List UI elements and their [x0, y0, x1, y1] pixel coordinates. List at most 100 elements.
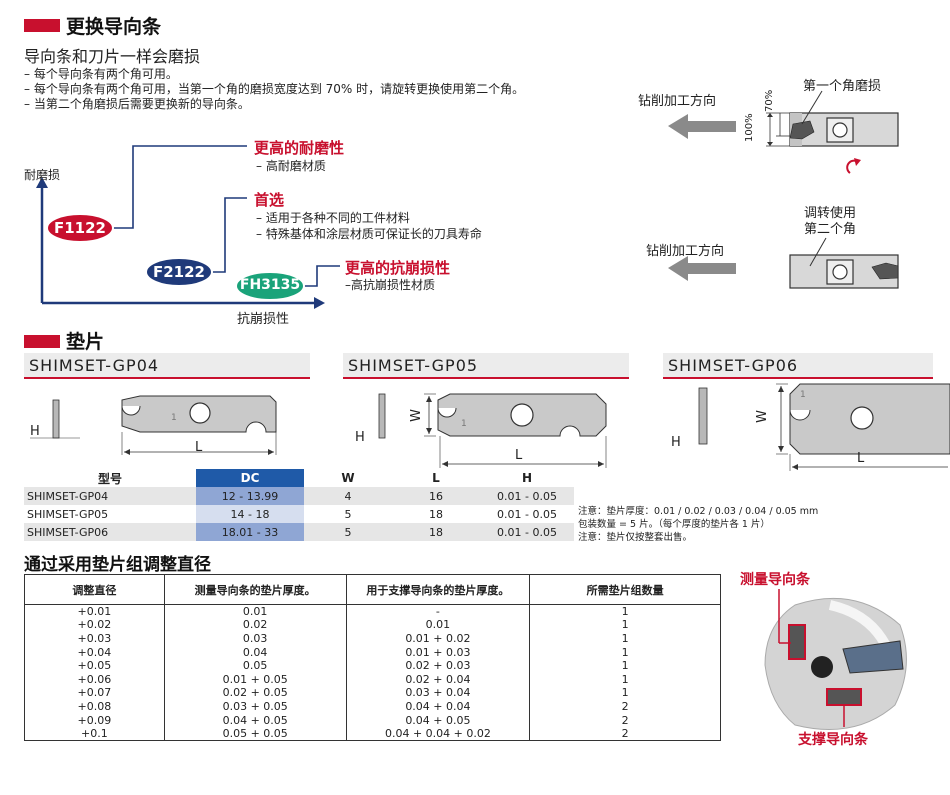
spec-header-l: L: [432, 471, 440, 485]
grade-fh3135-name: FH3135: [239, 277, 301, 293]
table-cell: 0.04 + 0.04 + 0.02: [345, 726, 531, 741]
adjust-header-support: 用于支撑导向条的垫片厚度。: [345, 574, 531, 605]
grade-badge-fh3135: [235, 271, 305, 301]
x-axis-arrow-icon: [314, 297, 325, 309]
bullet-2: – 每个导向条有两个角可用，当第一个角的磨损宽度达到 70% 时，请旋转更换使用…: [24, 82, 525, 96]
grade-badge-f1122: [46, 213, 114, 243]
measure-pad-label: 测量导向条: [740, 572, 810, 588]
shim-spec-table: 型号 DC W L H SHIMSET-GP04 12 - 13.99 4 16…: [24, 469, 574, 541]
dim-l-gp06: L: [857, 451, 865, 466]
table-cell: 0.03 + 0.05: [163, 699, 347, 714]
table-cell: 0.01 + 0.02: [345, 631, 531, 646]
adjust-header-diameter: 调整直径: [24, 574, 165, 605]
mark-gp04: 1: [171, 413, 177, 423]
table-cell: 1: [529, 618, 721, 632]
spec-note-2: 包装数量 = 5 片。（每个厚度的垫片各 1 片）: [578, 519, 770, 530]
table-cell: 0.02 + 0.04: [345, 672, 531, 687]
table-cell: 1: [529, 686, 721, 700]
grade-f2122-line-1: – 适用于各种不同的工件材料: [256, 211, 410, 225]
section-marker: [24, 19, 60, 32]
shim-header-gp04: SHIMSET-GP04: [24, 353, 310, 379]
worn-corner-icon: [789, 120, 815, 140]
table-cell: 0.01: [163, 604, 347, 619]
table-row: SHIMSET-GP05 14 - 18 5 18 0.01 - 0.05: [24, 505, 574, 523]
mark-gp05: 1: [461, 419, 467, 429]
table-cell: 1: [529, 658, 721, 673]
drilling-direction-label: 钻削加工方向: [638, 94, 717, 109]
shim-gp06-drawing: [698, 383, 950, 471]
table-cell: +0.06: [24, 672, 165, 687]
dim-100-label: 100%: [744, 113, 755, 142]
section-marker-shim: [24, 335, 60, 348]
table-cell: 0.04 + 0.05: [163, 713, 347, 727]
grade-f1122-line: – 高耐磨材质: [256, 159, 326, 173]
table-cell: 0.02 + 0.05: [163, 686, 347, 700]
table-cell: +0.04: [24, 645, 165, 659]
grade-f1122-name: F1122: [54, 219, 106, 237]
table-cell: 0.04 + 0.05: [345, 713, 531, 727]
grade-fh3135-title: 更高的抗崩损性: [345, 259, 451, 277]
table-cell: 2: [529, 726, 721, 741]
grade-f2122-line-2: – 特殊基体和涂层材质可保证长的刀具寿命: [256, 227, 482, 241]
dim-h-gp06: H: [671, 435, 681, 450]
section-title-shim: 垫片: [66, 331, 105, 353]
drilling-direction-arrow-icon: [668, 114, 736, 139]
tool-illustration: 测量导向条 支撑导向条: [735, 565, 945, 750]
table-cell: +0.08: [24, 699, 165, 714]
table-cell: 2: [529, 699, 721, 714]
table-cell: 0.02: [163, 618, 347, 632]
spec-header-row: 型号 DC W L H: [24, 469, 574, 487]
grade-f2122-name: F2122: [153, 263, 205, 281]
table-cell: 1: [529, 672, 721, 687]
section-title-adjust: 通过采用垫片组调整直径: [24, 555, 211, 575]
table-cell: 0.01: [345, 618, 531, 632]
shim-drawings: [30, 383, 950, 471]
mark-gp06: 1: [800, 390, 806, 400]
table-cell: 0.04 + 0.04: [345, 699, 531, 714]
grade-f1122-title: 更高的耐磨性: [254, 139, 345, 157]
table-cell: +0.07: [24, 686, 165, 700]
table-cell: 0.05 + 0.05: [163, 726, 347, 741]
shim-header-gp05: SHIMSET-GP05: [343, 353, 629, 379]
connector-f2122: [210, 197, 247, 273]
shim-header-gp06: SHIMSET-GP06: [663, 353, 933, 379]
table-cell: 0.01 + 0.05: [163, 672, 347, 687]
table-cell: 0.01 + 0.03: [345, 645, 531, 659]
measure-pad-icon: [788, 624, 806, 660]
spec-header-model: 型号: [97, 471, 122, 486]
diameter-adjust-table: 调整直径 测量导向条的垫片厚度。 用于支撑导向条的垫片厚度。 所需垫片组数量 +…: [24, 574, 721, 741]
adjust-header-count: 所需垫片组数量: [529, 574, 721, 605]
adjust-header-row: 调整直径 测量导向条的垫片厚度。 用于支撑导向条的垫片厚度。 所需垫片组数量: [24, 574, 721, 605]
pad-rotation-diagram: 钻削加工方向 钻削加工方向 第一个角磨损 调转使用 第二个角 100% 70%: [638, 70, 940, 310]
table-cell: 1: [529, 604, 721, 619]
second-corner-label-2: 第二个角: [804, 222, 857, 237]
spec-header-w: W: [341, 471, 355, 485]
table-cell: 0.05: [163, 658, 347, 673]
table-cell: 0.02 + 0.03: [345, 658, 531, 673]
table-cell: 0.03 + 0.04: [345, 686, 531, 700]
table-cell: 0.03: [163, 631, 347, 646]
table-row: SHIMSET-GP06 18.01 - 33 5 18 0.01 - 0.05: [24, 523, 574, 541]
insert-icon: [842, 640, 904, 674]
dim-h-gp04: H: [30, 424, 40, 439]
table-cell: +0.1: [24, 726, 165, 741]
dim-h-gp05: H: [355, 430, 365, 445]
table-cell: -: [345, 604, 531, 619]
bullet-3: – 当第二个角磨损后需要更换新的导向条。: [24, 97, 250, 111]
grade-fh3135-line: –高抗崩损性材质: [345, 278, 436, 292]
spec-note-1: 注意：垫片厚度：0.01 / 0.02 / 0.03 / 0.04 / 0.05…: [578, 506, 819, 517]
grade-f2122-title: 首选: [254, 191, 285, 209]
y-axis-arrow-icon: [36, 177, 48, 188]
table-cell: 2: [529, 713, 721, 727]
table-cell: 1: [529, 645, 721, 659]
y-axis-label: 耐磨损: [24, 168, 61, 182]
spec-note-3: 注意：垫片仅按整套出售。: [578, 532, 693, 543]
table-row: SHIMSET-GP04 12 - 13.99 4 16 0.01 - 0.05: [24, 487, 574, 505]
dim-l-gp04: L: [195, 440, 203, 455]
